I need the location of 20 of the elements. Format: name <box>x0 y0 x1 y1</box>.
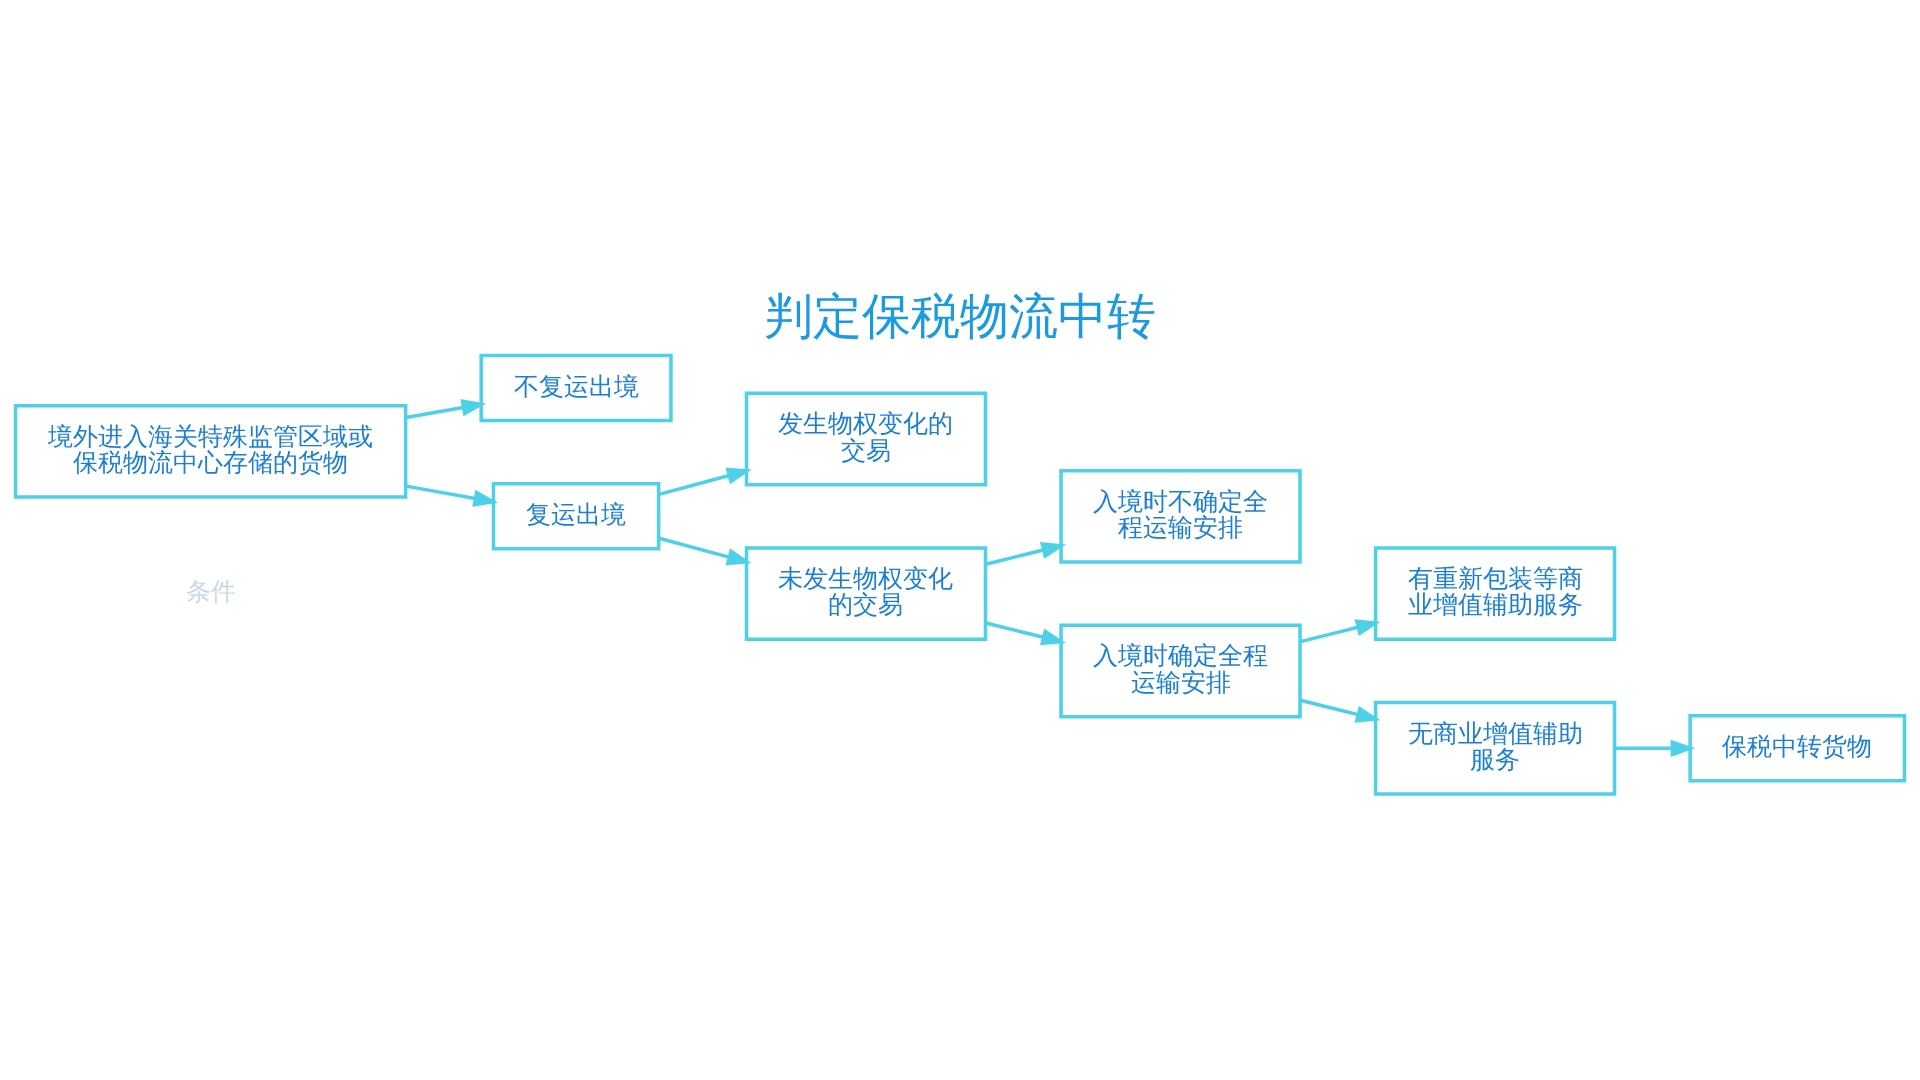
arrow <box>658 536 752 565</box>
arrow <box>1299 618 1381 643</box>
node-box: 无商业增值辅助服务 <box>1373 700 1617 796</box>
arrow <box>1614 739 1696 757</box>
arrow <box>405 398 487 419</box>
node-box: 未发生物权变化的交易 <box>744 545 988 641</box>
node-box: 发生物权变化的交易 <box>744 391 988 486</box>
diagram-title: 判定保税物流中转 <box>764 286 1156 345</box>
node-box: 境外进入海关特殊监管区域或保税物流中心存储的货物 <box>13 403 408 499</box>
arrow <box>985 620 1066 645</box>
arrow <box>405 483 499 507</box>
node-box: 保税中转货物 <box>1688 713 1907 783</box>
arrow <box>1299 698 1381 723</box>
node-box: 入境时确定全程运输安排 <box>1059 623 1302 718</box>
node-box: 复运出境 <box>491 481 661 551</box>
node-box: 有重新包装等商业增值辅助服务 <box>1373 545 1617 641</box>
arrow <box>658 467 752 496</box>
node-box: 入境时不确定全程运输安排 <box>1059 468 1302 564</box>
arrow <box>985 541 1066 566</box>
node-box: 不复运出境 <box>479 353 673 422</box>
